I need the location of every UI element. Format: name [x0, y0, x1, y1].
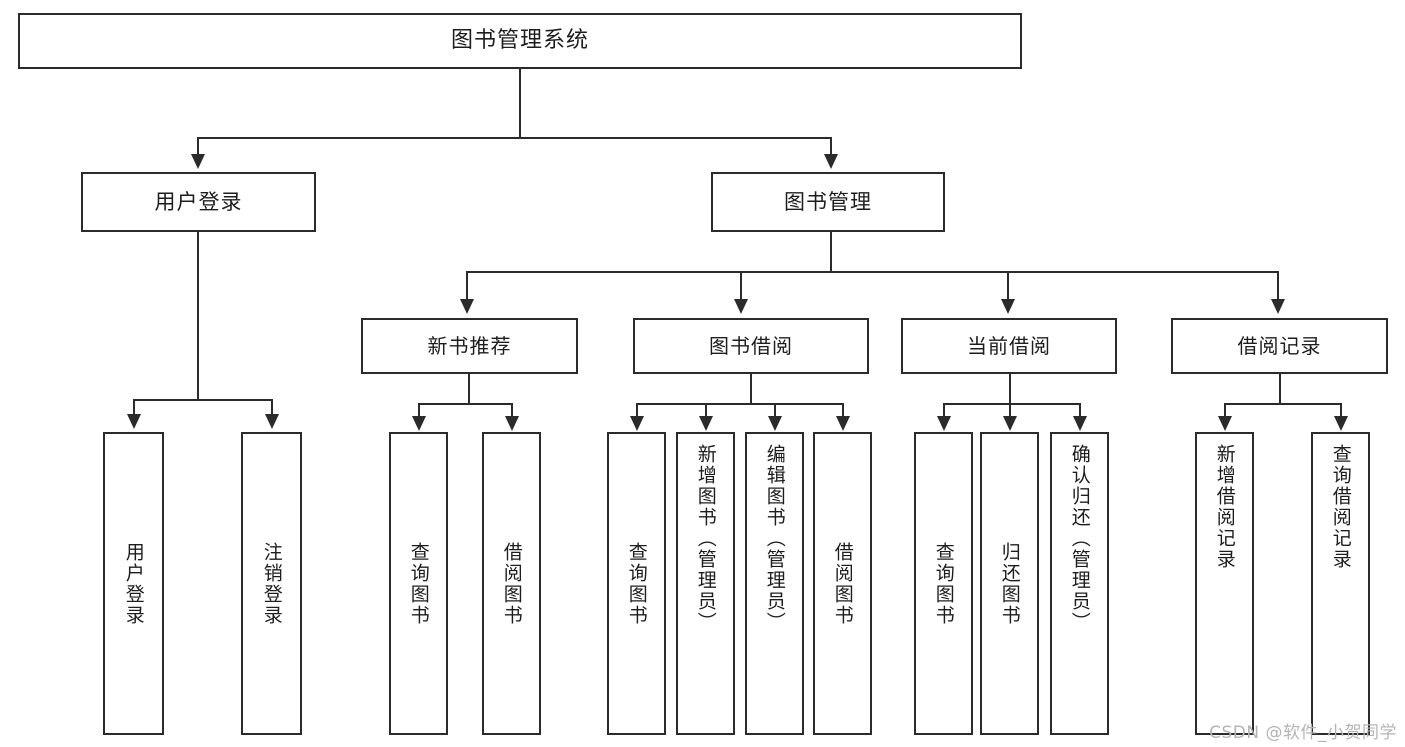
arrowhead-leaf-rec-query2: [1334, 416, 1348, 431]
leaf-rec-query2-label: 查询借阅记录: [1329, 444, 1352, 570]
node-new-book-rec[interactable]: 新书推荐: [361, 318, 578, 374]
arrowhead-leaf-borrow-edit: [768, 416, 782, 431]
node-root[interactable]: 图书管理系统: [18, 13, 1022, 69]
connector-book-manage-bus: [466, 271, 1277, 273]
leaf-borrow-query-label: 查询图书: [625, 541, 648, 626]
arrowhead-new-book-rec: [460, 299, 474, 314]
node-book-borrow-label: 图书借阅: [709, 333, 793, 358]
connector-user-login-stem: [197, 232, 199, 400]
arrowhead-leaf-user-login: [127, 414, 141, 429]
arrowhead-leaf-cur-query: [937, 416, 951, 431]
connector-current-borrow-c3: [1079, 403, 1081, 417]
arrowhead-leaf-rec-query: [412, 416, 426, 431]
arrowhead-user-login: [191, 154, 205, 169]
node-current-borrow[interactable]: 当前借阅: [901, 318, 1117, 374]
node-book-manage[interactable]: 图书管理: [711, 172, 945, 232]
leaf-rec-add[interactable]: 新增借阅记录: [1195, 432, 1254, 735]
connector-to-new-book-rec: [466, 271, 468, 300]
connector-to-book-borrow: [740, 271, 742, 300]
connector-book-manage-stem: [830, 232, 832, 272]
connector-to-borrow-record: [1277, 271, 1279, 300]
connector-current-borrow-c2: [1009, 403, 1011, 417]
leaf-cur-return-label: 归还图书: [998, 541, 1021, 626]
leaf-rec-add-label: 新增借阅记录: [1213, 444, 1236, 570]
connector-new-book-rec-bus: [418, 403, 512, 405]
leaf-borrow-add[interactable]: 新增图书（管理员）: [676, 432, 735, 735]
watermark: CSDN @软件_小贺同学: [1209, 723, 1397, 743]
node-book-borrow[interactable]: 图书借阅: [633, 318, 869, 374]
connector-current-borrow-bus: [943, 403, 1081, 405]
arrowhead-leaf-logout: [265, 414, 279, 429]
arrowhead-leaf-cur-confirm: [1073, 416, 1087, 431]
leaf-logout-label: 注销登录: [260, 541, 283, 626]
arrowhead-leaf-borrow-add: [699, 416, 713, 431]
leaf-borrow-borrow-label: 借阅图书: [831, 541, 854, 626]
leaf-borrow-edit-label: 编辑图书（管理员）: [763, 444, 786, 633]
connector-user-login-right: [271, 399, 273, 415]
arrowhead-borrow-record: [1271, 299, 1285, 314]
node-current-borrow-label: 当前借阅: [967, 333, 1051, 358]
arrowhead-leaf-borrow-query: [630, 416, 644, 431]
leaf-logout[interactable]: 注销登录: [241, 432, 302, 735]
leaf-rec-query-label: 查询图书: [407, 541, 430, 626]
connector-user-login-left: [133, 399, 135, 415]
node-root-label: 图书管理系统: [450, 28, 589, 54]
connector-to-current-borrow: [1007, 271, 1009, 300]
connector-borrow-record-stem: [1279, 374, 1281, 404]
leaf-borrow-edit[interactable]: 编辑图书（管理员）: [745, 432, 804, 735]
leaf-borrow-add-label: 新增图书（管理员）: [694, 444, 717, 633]
arrowhead-leaf-rec-add: [1218, 416, 1232, 431]
leaf-cur-confirm-label: 确认归还（管理员）: [1068, 444, 1091, 633]
arrowhead-book-manage: [824, 154, 838, 169]
connector-book-borrow-stem: [750, 374, 752, 404]
connector-book-borrow-c2: [705, 403, 707, 417]
connector-borrow-record-bus: [1224, 403, 1341, 405]
connector-new-book-rec-c2: [511, 403, 513, 417]
leaf-borrow-borrow[interactable]: 借阅图书: [813, 432, 872, 735]
leaf-rec-query2[interactable]: 查询借阅记录: [1311, 432, 1370, 735]
node-borrow-record-label: 借阅记录: [1237, 333, 1322, 358]
connector-new-book-rec-c1: [418, 403, 420, 417]
leaf-user-login[interactable]: 用户登录: [103, 432, 164, 735]
node-user-login[interactable]: 用户登录: [81, 172, 316, 232]
arrowhead-leaf-borrow-borrow: [836, 416, 850, 431]
leaf-rec-borrow-label: 借阅图书: [500, 541, 523, 626]
connector-root-to-user-login: [197, 137, 199, 156]
connector-borrow-record-c2: [1340, 403, 1342, 417]
connector-book-borrow-bus: [636, 403, 843, 405]
connector-root-stem: [519, 69, 521, 138]
leaf-borrow-query[interactable]: 查询图书: [607, 432, 666, 735]
node-new-book-rec-label: 新书推荐: [427, 333, 512, 358]
leaf-rec-borrow[interactable]: 借阅图书: [482, 432, 541, 735]
leaf-rec-query[interactable]: 查询图书: [389, 432, 448, 735]
leaf-user-login-label: 用户登录: [122, 541, 145, 626]
connector-current-borrow-stem: [1009, 374, 1011, 404]
connector-root-to-book-manage: [830, 137, 832, 156]
leaf-cur-return[interactable]: 归还图书: [980, 432, 1039, 735]
node-book-manage-label: 图书管理: [784, 189, 872, 214]
arrowhead-book-borrow: [734, 299, 748, 314]
connector-book-borrow-c1: [636, 403, 638, 417]
leaf-cur-query[interactable]: 查询图书: [914, 432, 973, 735]
leaf-cur-confirm[interactable]: 确认归还（管理员）: [1050, 432, 1109, 735]
arrowhead-leaf-cur-return: [1003, 416, 1017, 431]
connector-current-borrow-c1: [943, 403, 945, 417]
arrowhead-current-borrow: [1001, 299, 1015, 314]
connector-book-borrow-c4: [842, 403, 844, 417]
leaf-cur-query-label: 查询图书: [932, 541, 955, 626]
connector-user-login-bus: [133, 399, 271, 401]
node-borrow-record[interactable]: 借阅记录: [1171, 318, 1388, 374]
connector-new-book-rec-stem: [468, 374, 470, 404]
connector-borrow-record-c1: [1224, 403, 1226, 417]
connector-root-bus: [197, 137, 832, 139]
node-user-login-label: 用户登录: [154, 189, 243, 214]
arrowhead-leaf-rec-borrow: [505, 416, 519, 431]
connector-book-borrow-c3: [774, 403, 776, 417]
